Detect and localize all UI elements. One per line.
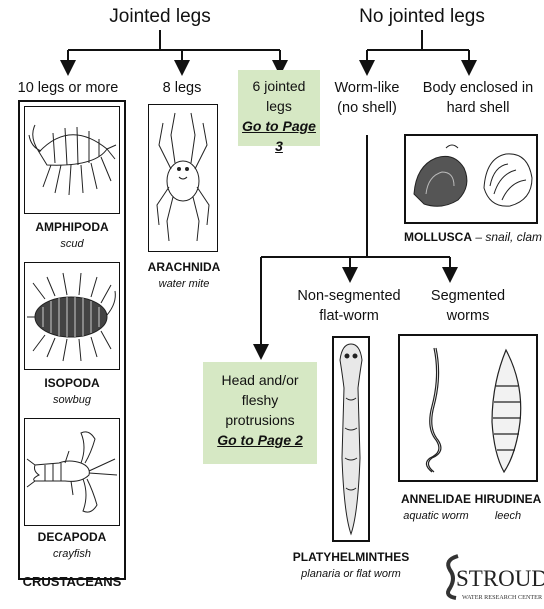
annelidae-name: ANNELIDAE [400,492,472,506]
hirudinea-name: HIRUDINEA [474,492,542,506]
segmented-worms-image [398,334,538,482]
isopoda-name: ISOPODA [18,376,126,390]
hard-shell-label: Body enclosed in hard shell [418,78,538,118]
head-line1: Head and/or fleshy [203,370,317,410]
stroud-logo-mark: STROUD WATER RESEARCH CENTER [440,548,544,604]
non-segmented-line1: Non-segmented [292,286,406,306]
jointed-legs-heading: Jointed legs [80,6,240,28]
sowbug-icon [25,263,118,368]
hirudinea-common: leech [474,510,542,522]
decapoda-image [24,418,120,526]
six-legs-label: 6 jointed legs [253,78,306,114]
segmented-line1: Segmented [416,286,520,306]
arachnida-image [148,104,218,252]
worm-leech-icon [400,336,536,480]
mollusca-image [404,134,538,224]
platyhelminthes-image [332,336,370,542]
logo-text: STROUD [456,566,544,591]
non-segmented-label: Non-segmented flat-worm [292,286,406,326]
scud-icon [25,107,118,212]
head-line2: protrusions [203,410,317,430]
ten-legs-label: 10 legs or more [8,78,128,98]
no-jointed-legs-heading: No jointed legs [340,6,504,28]
segmented-line2: worms [416,306,520,326]
head-protrusions-box[interactable]: Head and/or fleshy protrusions Go to Pag… [203,362,317,464]
logo-subtext: WATER RESEARCH CENTER [462,594,543,601]
decapoda-name: DECAPODA [18,530,126,544]
crustaceans-label: CRUSTACEANS [6,574,138,589]
water-mite-icon [149,105,216,250]
platyhelminthes-name: PLATYHELMINTHES [292,550,410,564]
eight-legs-label: 8 legs [152,78,212,98]
platyhelminthes-common: planaria or flat worm [292,568,410,580]
go-to-page-3-link[interactable]: Go to Page 3 [238,116,320,156]
isopoda-image [24,262,120,370]
non-segmented-line2: flat-worm [292,306,406,326]
crayfish-icon [25,419,118,524]
stroud-logo: STROUD WATER RESEARCH CENTER [440,548,544,604]
worm-like-label: Worm-like (no shell) [320,78,414,118]
isopoda-common: sowbug [18,394,126,406]
annelidae-common: aquatic worm [400,510,472,522]
amphipoda-common: scud [18,238,126,250]
mollusca-common: – snail, clam [472,230,542,244]
snail-clam-icon [406,136,536,222]
mollusca-caption: MOLLUSCA – snail, clam [404,230,542,244]
decapoda-common: crayfish [18,548,126,560]
worm-like-line1: Worm-like [320,78,414,98]
hard-shell-line2: hard shell [418,98,538,118]
arachnida-name: ARACHNIDA [138,260,230,274]
go-to-page-2-link[interactable]: Go to Page 2 [203,430,317,450]
arachnida-common: water mite [138,278,230,290]
six-legs-box[interactable]: 6 jointed legs Go to Page 3 [238,70,320,146]
flatworm-icon [334,338,368,540]
amphipoda-image [24,106,120,214]
mollusca-name: MOLLUSCA [404,230,472,244]
worm-like-line2: (no shell) [320,98,414,118]
hard-shell-line1: Body enclosed in [418,78,538,98]
segmented-label: Segmented worms [416,286,520,326]
amphipoda-name: AMPHIPODA [18,220,126,234]
